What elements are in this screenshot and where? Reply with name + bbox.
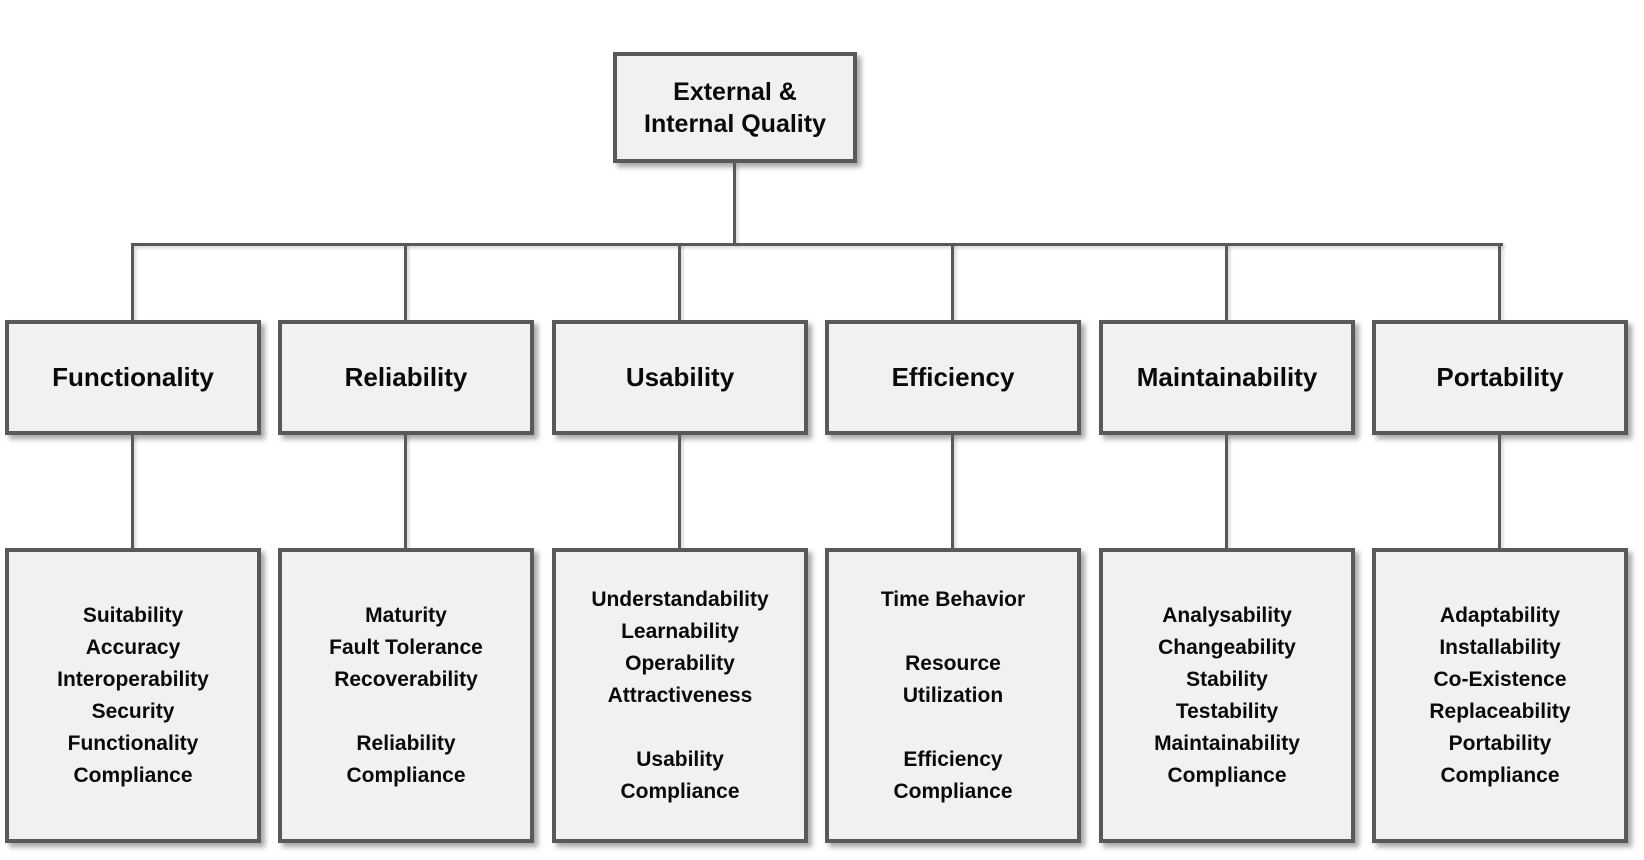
- subcharacteristic-line: Attractiveness: [607, 683, 753, 707]
- subcharacteristic-line: Compliance: [73, 763, 193, 787]
- subcharacteristic-line: Adaptability: [1439, 603, 1561, 627]
- subcharacteristic-line: Security: [91, 699, 175, 723]
- subcharacteristics-list: Understandability Learnability Operabili…: [556, 584, 804, 808]
- subcharacteristic-line: Efficiency: [903, 747, 1003, 771]
- subcharacteristic-line: Co-Existence: [1433, 667, 1567, 691]
- subcharacteristic-line: Maturity: [365, 603, 447, 627]
- connector-bus-to-category: [404, 243, 407, 320]
- category-label: Reliability: [344, 362, 468, 392]
- subcharacteristic-line: Operability: [625, 651, 735, 675]
- category-label: Portability: [1436, 362, 1564, 392]
- connector-category-to-subs: [1498, 435, 1501, 548]
- subcharacteristic-line: Replaceability: [1429, 699, 1571, 723]
- subcharacteristic-line: [556, 712, 804, 744]
- subcharacteristic-line: Functionality: [67, 731, 199, 755]
- subcharacteristic-line: Compliance: [893, 779, 1013, 803]
- subcharacteristic-line: Understandability: [591, 587, 769, 611]
- connector-bus-to-category: [951, 243, 954, 320]
- subcharacteristic-line: Maintainability: [1154, 731, 1300, 755]
- subcharacteristic-line: Learnability: [621, 619, 739, 643]
- subcharacteristic-line: Reliability: [356, 731, 456, 755]
- subcharacteristic-line: Compliance: [346, 763, 466, 787]
- connector-category-to-subs: [678, 435, 681, 548]
- subcharacteristics-list: Time Behavior Resource Utilization Effic…: [829, 584, 1077, 808]
- connector-category-to-subs: [131, 435, 134, 548]
- connector-category-to-subs: [1225, 435, 1228, 548]
- subcharacteristic-line: [829, 616, 1077, 648]
- connector-bus-to-category: [1498, 243, 1501, 320]
- subcharacteristic-line: Time Behavior: [880, 587, 1026, 611]
- column-efficiency: Efficiency Time Behavior Resource Utiliz…: [825, 243, 1081, 843]
- category-label: Usability: [625, 362, 735, 392]
- column-maintainability: Maintainability Analysability Changeabil…: [1099, 243, 1355, 843]
- category-box-efficiency: Efficiency: [825, 320, 1081, 435]
- subcharacteristic-line: Changeability: [1158, 635, 1296, 659]
- subcharacteristic-line: Recoverability: [334, 667, 478, 691]
- subcharacteristic-line: Usability: [636, 747, 724, 771]
- category-box-functionality: Functionality: [5, 320, 261, 435]
- connector-root-trunk: [733, 163, 736, 244]
- root-label-line2: Internal Quality: [644, 109, 826, 138]
- connector-bus-to-category: [678, 243, 681, 320]
- subcharacteristic-line: Fault Tolerance: [329, 635, 483, 659]
- subcharacteristics-list: Adaptability Installability Co-Existence…: [1376, 600, 1624, 792]
- subcharacteristics-box-portability: Adaptability Installability Co-Existence…: [1372, 548, 1628, 843]
- subcharacteristic-line: Analysability: [1162, 603, 1292, 627]
- subcharacteristics-box-functionality: Suitability Accuracy Interoperability Se…: [5, 548, 261, 843]
- subcharacteristics-list: Maturity Fault Tolerance Recoverability …: [282, 600, 530, 792]
- category-box-usability: Usability: [552, 320, 808, 435]
- category-label: Functionality: [52, 362, 214, 392]
- subcharacteristic-line: Compliance: [1440, 763, 1560, 787]
- subcharacteristic-line: [829, 712, 1077, 744]
- category-label: Efficiency: [891, 362, 1015, 392]
- column-portability: Portability Adaptability Installability …: [1372, 243, 1628, 843]
- subcharacteristic-line: Resource: [905, 651, 1001, 675]
- subcharacteristic-line: Suitability: [82, 603, 184, 627]
- subcharacteristic-line: Portability: [1448, 731, 1552, 755]
- subcharacteristic-line: Utilization: [902, 683, 1004, 707]
- subcharacteristics-box-maintainability: Analysability Changeability Stability Te…: [1099, 548, 1355, 843]
- subcharacteristics-list: Suitability Accuracy Interoperability Se…: [9, 600, 257, 792]
- subcharacteristics-box-efficiency: Time Behavior Resource Utilization Effic…: [825, 548, 1081, 843]
- subcharacteristics-box-reliability: Maturity Fault Tolerance Recoverability …: [278, 548, 534, 843]
- subcharacteristic-line: Compliance: [620, 779, 740, 803]
- root-label-line1: External &: [673, 77, 797, 106]
- connector-category-to-subs: [951, 435, 954, 548]
- category-box-reliability: Reliability: [278, 320, 534, 435]
- subcharacteristic-line: Testability: [1175, 699, 1279, 723]
- column-reliability: Reliability Maturity Fault Tolerance Rec…: [278, 243, 534, 843]
- connector-bus-to-category: [131, 243, 134, 320]
- connector-horizontal-bus: [133, 243, 1503, 246]
- connector-category-to-subs: [404, 435, 407, 548]
- subcharacteristic-line: Compliance: [1167, 763, 1287, 787]
- subcharacteristic-line: Accuracy: [85, 635, 181, 659]
- subcharacteristics-list: Analysability Changeability Stability Te…: [1103, 600, 1351, 792]
- category-box-maintainability: Maintainability: [1099, 320, 1355, 435]
- column-functionality: Functionality Suitability Accuracy Inter…: [5, 243, 261, 843]
- category-box-portability: Portability: [1372, 320, 1628, 435]
- root-box: External & Internal Quality: [613, 52, 857, 163]
- subcharacteristics-box-usability: Understandability Learnability Operabili…: [552, 548, 808, 843]
- connector-bus-to-category: [1225, 243, 1228, 320]
- subcharacteristic-line: Interoperability: [57, 667, 209, 691]
- subcharacteristic-line: Installability: [1439, 635, 1561, 659]
- subcharacteristic-line: [282, 696, 530, 728]
- category-label: Maintainability: [1136, 362, 1318, 392]
- subcharacteristic-line: Stability: [1186, 667, 1268, 691]
- column-usability: Usability Understandability Learnability…: [552, 243, 808, 843]
